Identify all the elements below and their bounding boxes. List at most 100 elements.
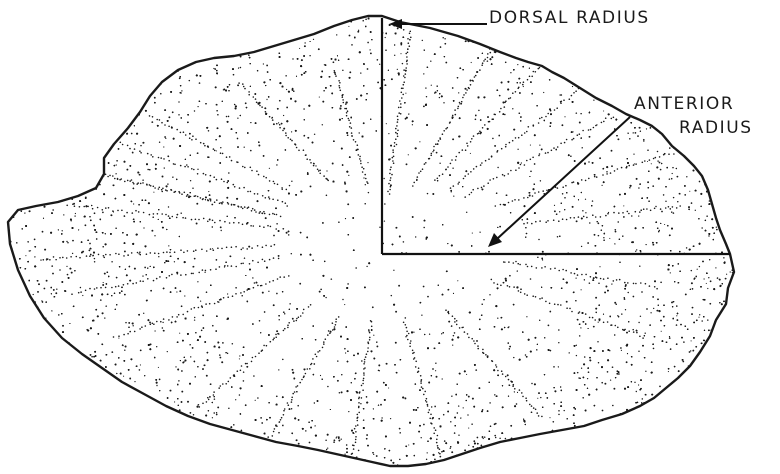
stipple-dot bbox=[237, 84, 239, 86]
stipple-dot bbox=[279, 53, 280, 54]
stipple-dot bbox=[426, 459, 427, 460]
stipple-dot bbox=[34, 246, 36, 248]
stipple-dot bbox=[154, 102, 156, 104]
stipple-dot bbox=[452, 138, 454, 140]
stipple-dot bbox=[269, 79, 270, 80]
stipple-dot bbox=[413, 443, 415, 445]
stipple-dot bbox=[353, 249, 355, 251]
stipple-dot bbox=[145, 110, 147, 112]
stipple-dot bbox=[199, 101, 200, 102]
stipple-dot bbox=[554, 205, 555, 206]
stipple-dot bbox=[489, 431, 490, 432]
stipple-dot bbox=[326, 449, 327, 450]
stipple-dot bbox=[550, 122, 552, 124]
stipple-dot bbox=[594, 174, 596, 176]
stipple-dot bbox=[604, 292, 606, 294]
stipple-dot bbox=[501, 328, 503, 330]
stipple-dot bbox=[454, 332, 456, 334]
stipple-dot bbox=[632, 329, 634, 331]
stipple-dot bbox=[197, 296, 199, 298]
stipple-dot bbox=[542, 251, 544, 253]
stipple-dot bbox=[165, 138, 166, 139]
stipple-dot bbox=[555, 149, 557, 151]
stipple-dot bbox=[329, 76, 331, 78]
stipple-dot bbox=[304, 368, 306, 370]
stipple-dot bbox=[601, 366, 603, 368]
stipple-dot bbox=[490, 426, 491, 427]
stipple-dot bbox=[633, 153, 634, 154]
stipple-dot bbox=[462, 287, 464, 289]
stipple-dot bbox=[181, 401, 183, 403]
stipple-dot bbox=[601, 229, 603, 231]
stipple-dot bbox=[425, 400, 426, 401]
stipple-dot bbox=[538, 239, 539, 240]
stipple-dot bbox=[722, 283, 723, 284]
stipple-dot bbox=[70, 218, 72, 220]
stipple-dot bbox=[205, 197, 207, 199]
stipple-dot bbox=[104, 273, 106, 275]
stipple-dot bbox=[163, 288, 165, 290]
stipple-dot bbox=[217, 114, 218, 115]
stipple-dot bbox=[572, 101, 574, 103]
stipple-dot bbox=[368, 262, 370, 264]
stipple-dot bbox=[179, 78, 181, 80]
stipple-dot bbox=[291, 433, 293, 435]
stipple-dot bbox=[659, 310, 661, 312]
stipple-dot bbox=[296, 76, 297, 77]
stipple-dot bbox=[273, 304, 275, 306]
stipple-dot bbox=[194, 317, 195, 318]
stipple-dot bbox=[662, 340, 664, 342]
stipple-dot bbox=[346, 448, 348, 450]
stipple-dot bbox=[72, 227, 74, 229]
stipple-dot bbox=[158, 367, 159, 368]
stipple-dot bbox=[345, 454, 346, 455]
stipple-dot bbox=[126, 234, 128, 236]
stipple-dot bbox=[133, 188, 135, 190]
stipple-dot bbox=[437, 85, 438, 86]
stipple-dot bbox=[505, 438, 507, 440]
stipple-dot bbox=[342, 299, 343, 300]
stipple-dot bbox=[598, 322, 599, 323]
stipple-dot bbox=[402, 63, 403, 64]
stipple-dot bbox=[597, 221, 598, 222]
stipple-dot bbox=[94, 261, 96, 263]
stipple-dot bbox=[629, 187, 630, 188]
stipple-dot bbox=[674, 366, 675, 367]
stipple-dot bbox=[686, 247, 688, 249]
stipple-dot bbox=[581, 289, 582, 290]
stipple-dot bbox=[517, 270, 518, 271]
stipple-dot bbox=[502, 385, 503, 386]
stipple-dot bbox=[346, 444, 347, 445]
stipple-dot bbox=[395, 32, 397, 34]
stipple-dot bbox=[195, 376, 196, 377]
stipple-dot bbox=[464, 370, 466, 372]
stipple-dot bbox=[497, 227, 498, 228]
stipple-dot bbox=[113, 184, 115, 186]
stipple-dot bbox=[645, 371, 646, 372]
stipple-dot bbox=[268, 291, 269, 292]
stipple-dot bbox=[522, 219, 523, 220]
stipple-dot bbox=[371, 39, 372, 40]
stipple-dot bbox=[198, 404, 200, 406]
stipple-dot bbox=[519, 92, 521, 94]
stipple-dot bbox=[344, 183, 346, 185]
stipple-dot bbox=[531, 383, 532, 384]
stipple-dot bbox=[380, 404, 382, 406]
stipple-dot bbox=[577, 319, 579, 321]
stipple-dot bbox=[16, 242, 17, 243]
stipple-dot bbox=[283, 115, 284, 116]
stipple-dot bbox=[639, 389, 641, 391]
stipple-dot bbox=[105, 243, 107, 245]
stipple-dot bbox=[278, 432, 280, 434]
stipple-dot bbox=[519, 113, 520, 114]
stipple-dot bbox=[172, 111, 174, 113]
stipple-dot bbox=[153, 192, 154, 193]
stipple-dot bbox=[37, 280, 39, 282]
stipple-dot bbox=[656, 242, 658, 244]
stipple-dot bbox=[337, 55, 338, 56]
stipple-dot bbox=[43, 218, 44, 219]
stipple-dot bbox=[327, 447, 328, 448]
stipple-dot bbox=[229, 84, 230, 85]
stipple-dot bbox=[274, 214, 275, 215]
stipple-dot bbox=[695, 210, 696, 211]
